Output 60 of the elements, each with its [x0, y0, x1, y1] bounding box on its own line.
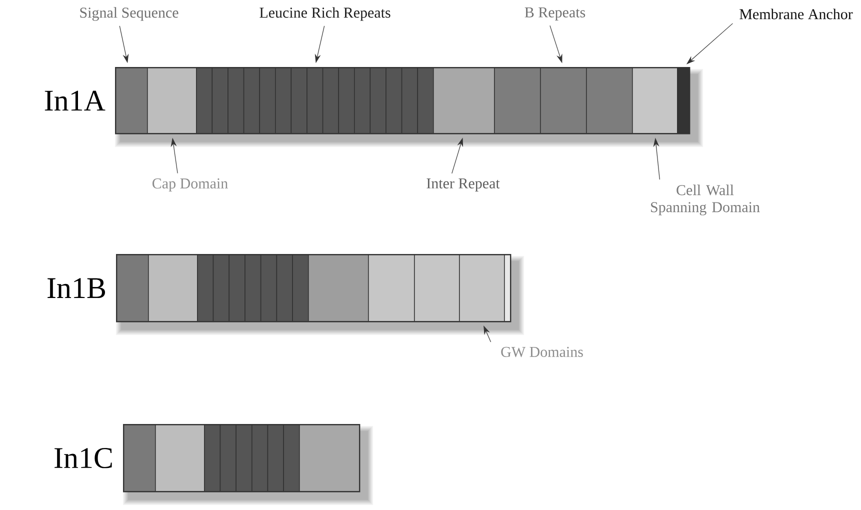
domain-segment [276, 254, 293, 322]
domain-segment [368, 254, 415, 322]
domain-segment [283, 424, 300, 492]
domain-segment [244, 254, 262, 322]
node-label: In1B [48, 278, 106, 298]
callout-label: B Repeats [524, 8, 586, 20]
domain-segment [155, 424, 205, 492]
domain-segment [275, 67, 292, 134]
domain-segment [147, 67, 197, 134]
domain-segment [260, 254, 278, 322]
domain-segment [196, 67, 213, 134]
protein-bar: In1C [54, 424, 360, 492]
domain-segment [494, 67, 541, 134]
domain-segment [290, 67, 308, 134]
domain-segment [259, 67, 276, 134]
domain-segment [212, 254, 230, 322]
domain-segment [292, 254, 309, 322]
callout-label: Membrane Anchor [740, 8, 853, 20]
domain-segment [386, 67, 402, 134]
domain-segment [370, 67, 386, 134]
domain-segment [306, 67, 324, 134]
domain-segment [267, 424, 284, 492]
domain-segment [299, 424, 360, 492]
domain-segment [243, 67, 260, 134]
domain-segment [228, 67, 244, 134]
domain-segment [220, 424, 236, 492]
callout-label: Inter Repeat [426, 178, 500, 192]
domain-segment [115, 67, 148, 134]
callout-label: Cell Wall Spanning Domain [651, 184, 760, 216]
domain-segment [123, 424, 156, 492]
domain-segment [338, 67, 355, 134]
domain-segment [308, 254, 369, 322]
callout-label: GW Domains [501, 346, 583, 358]
domain-segment [433, 67, 495, 134]
node-label: In1A [44, 90, 106, 110]
protein-bar: In1B [48, 254, 512, 322]
callout-label: Cap Domain [152, 178, 228, 192]
domain-segment [236, 424, 252, 492]
domain-segment [417, 67, 434, 134]
domain-segment [197, 254, 214, 322]
domain-segment [212, 67, 228, 134]
domain-segment [148, 254, 198, 322]
domain-segment [504, 254, 511, 322]
node-label: In1C [54, 448, 112, 468]
domain-segment [586, 67, 633, 134]
domain-segment [322, 67, 339, 134]
domain-segment [252, 424, 268, 492]
domain-segment [540, 67, 587, 134]
domain-segment [228, 254, 246, 322]
domain-segment [414, 254, 460, 322]
domain-segment [116, 254, 149, 322]
domain-segment [354, 67, 371, 134]
domain-segment [677, 67, 690, 134]
protein-bar: In1A [44, 67, 690, 134]
domain-segment [459, 254, 505, 322]
domain-segment [632, 67, 678, 134]
domain-segment [401, 67, 418, 134]
callout-label: Leucine Rich Repeats [260, 7, 390, 21]
callout-label: Signal Sequence [80, 7, 178, 21]
domain-segment [204, 424, 221, 492]
